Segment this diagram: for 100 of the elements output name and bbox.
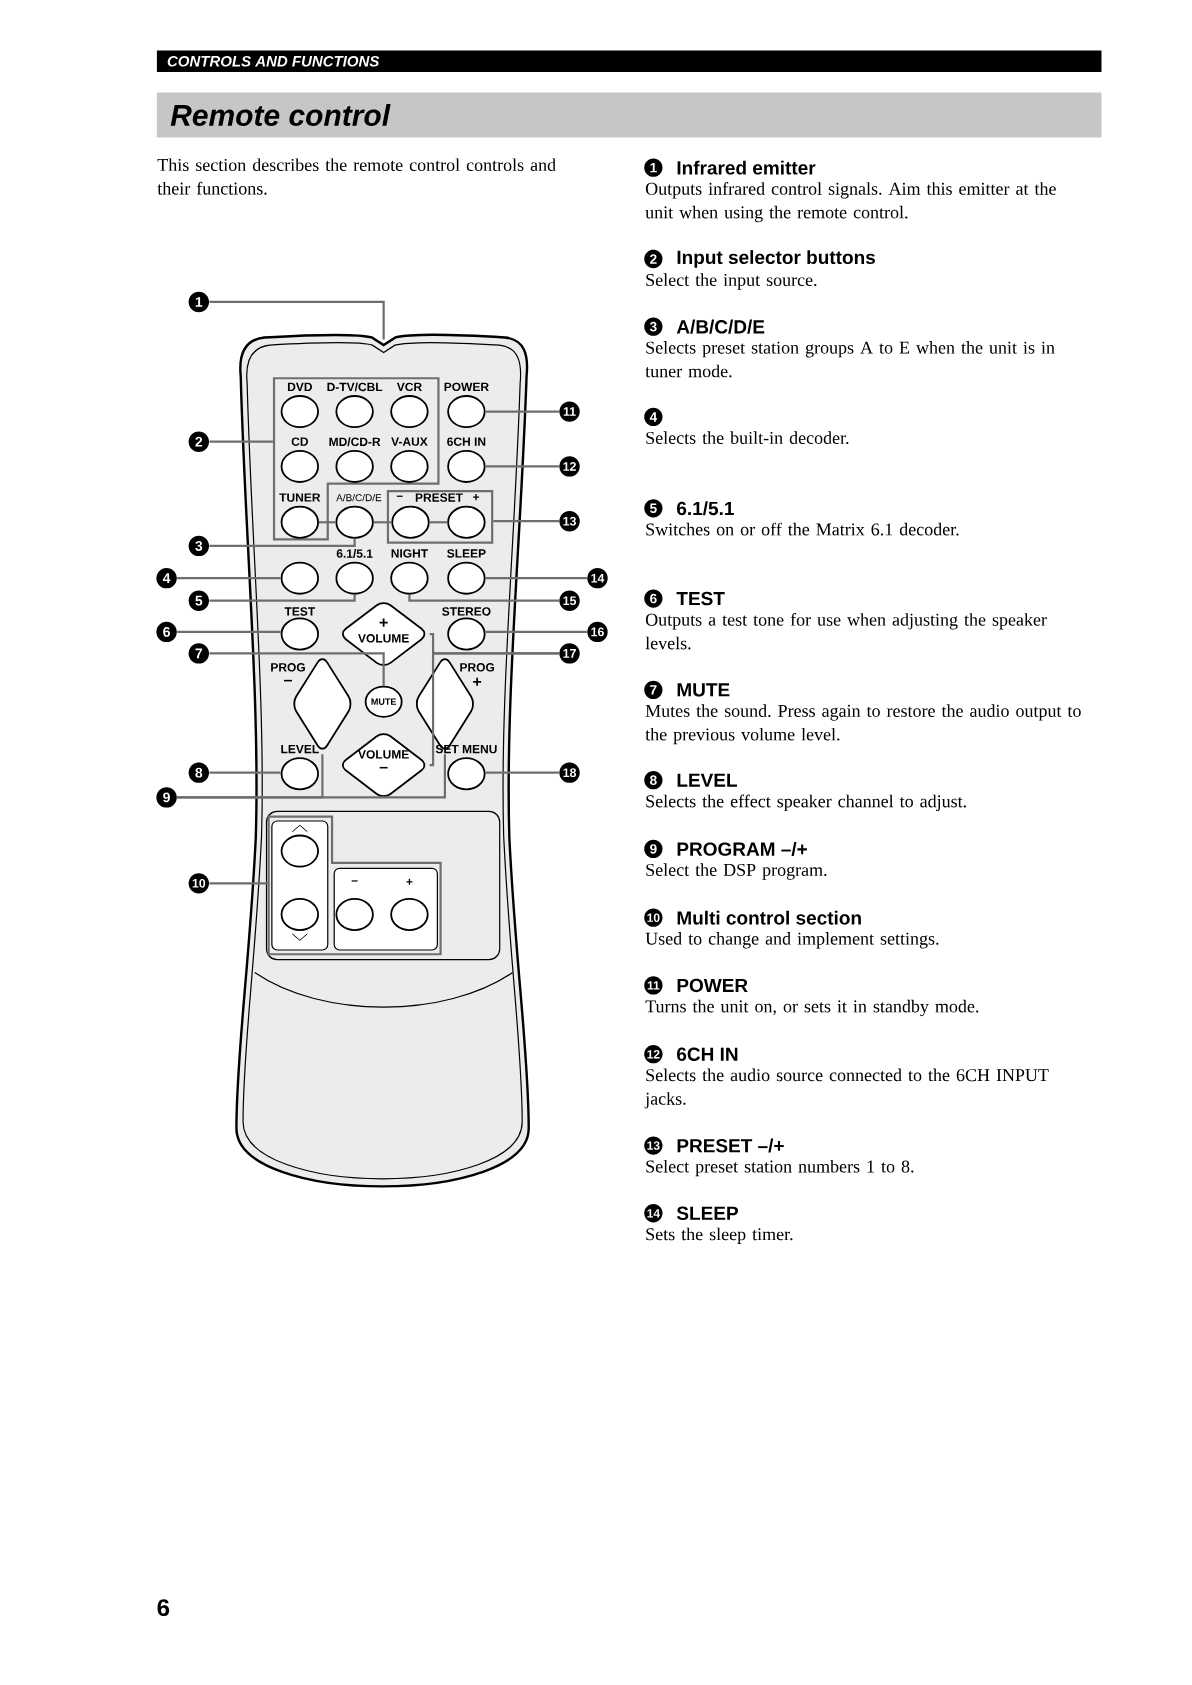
leader-line bbox=[209, 652, 385, 686]
remote-button: V-AUX bbox=[390, 437, 429, 483]
title-band: Remote control bbox=[157, 92, 1102, 138]
remote-button bbox=[280, 824, 320, 868]
leader-line bbox=[485, 577, 587, 580]
leader-line bbox=[209, 538, 356, 547]
callout-number: 10 bbox=[644, 908, 663, 927]
callout-number: 11 bbox=[644, 976, 663, 995]
item-description: Select preset station numbers 1 to 8. bbox=[646, 1159, 914, 1177]
node-label: A/B/C/D/E bbox=[336, 493, 382, 502]
section-header-bar: CONTROLS AND FUNCTIONS bbox=[157, 50, 1102, 72]
item-heading: 6CH IN bbox=[677, 1047, 738, 1061]
node-label: LEVEL bbox=[281, 744, 319, 754]
remote-button bbox=[280, 561, 320, 595]
item-description: Outputs a test tone for use when adjusting the speaker levels. bbox=[645, 612, 1047, 650]
remote-button: NIGHT bbox=[390, 549, 429, 595]
remote-button: MD/CD-R bbox=[329, 437, 381, 483]
item-description: Turns the unit on, or sets it in standby mode. bbox=[645, 999, 979, 1017]
leader-line bbox=[485, 410, 560, 413]
remote-button bbox=[280, 898, 320, 941]
leader-line bbox=[373, 521, 392, 524]
node-label: V-AUX bbox=[391, 437, 428, 446]
leader-line bbox=[177, 577, 281, 580]
remote-button: – bbox=[335, 880, 374, 931]
callout-number: 8 bbox=[188, 762, 210, 783]
leader-line bbox=[209, 300, 385, 340]
remote-button: CD bbox=[280, 437, 320, 483]
callout-number: 3 bbox=[644, 317, 663, 336]
callout-number: 1 bbox=[644, 158, 663, 177]
node-label: NIGHT bbox=[391, 549, 429, 558]
item-heading: POWER bbox=[677, 978, 748, 993]
leader-line bbox=[493, 520, 560, 523]
remote-button: SLEEP bbox=[447, 549, 486, 595]
node-label: STEREO bbox=[442, 607, 491, 616]
node-label: SLEEP bbox=[447, 549, 486, 558]
node-label: 6CH IN bbox=[447, 437, 486, 446]
callout-number: 6 bbox=[644, 589, 663, 608]
volume-button: VOLUME – bbox=[342, 733, 426, 797]
item-heading: TEST bbox=[676, 591, 725, 606]
remote-button: + bbox=[390, 878, 429, 931]
item-description: Select the input source. bbox=[646, 273, 817, 290]
leader-line bbox=[319, 521, 336, 524]
callout-number: 10 bbox=[188, 873, 210, 894]
callout-number: 17 bbox=[559, 643, 580, 664]
callout-number: 14 bbox=[587, 567, 608, 589]
remote-button: LEVEL bbox=[280, 744, 320, 791]
callout-number: 3 bbox=[188, 535, 210, 557]
item-description: Selects preset station groups A to E when the unit is in tuner mode. bbox=[645, 341, 1055, 378]
leader-line bbox=[209, 771, 281, 774]
node-label: + bbox=[473, 494, 480, 501]
node-label: CD bbox=[291, 437, 309, 446]
leader-line bbox=[429, 652, 560, 767]
callout-number: 13 bbox=[559, 511, 580, 532]
item-heading: Input selector buttons bbox=[677, 250, 876, 268]
remote-button: VCR bbox=[390, 382, 429, 429]
item-heading: PRESET –/+ bbox=[677, 1138, 784, 1153]
callout-number: 14 bbox=[644, 1204, 663, 1223]
callout-number: 4 bbox=[156, 567, 177, 589]
callout-number: 5 bbox=[644, 499, 663, 518]
node-label: D-TV/CBL bbox=[327, 382, 383, 392]
page-number: 6 bbox=[157, 1599, 170, 1617]
node-label: TUNER bbox=[279, 493, 321, 502]
item-description: Selects the audio source connected to the 6CH INPUT jacks. bbox=[644, 1068, 1049, 1109]
leader-line bbox=[177, 754, 447, 799]
item-heading: A/B/C/D/E bbox=[676, 319, 765, 334]
item-heading: MUTE bbox=[677, 683, 730, 697]
callout-number: 16 bbox=[587, 621, 608, 643]
node-label: POWER bbox=[444, 382, 489, 392]
item-description: Switches on or off the Matrix 6.1 decoder. bbox=[646, 522, 959, 536]
remote-button: D-TV/CBL bbox=[327, 382, 383, 429]
callout-number: 6 bbox=[156, 621, 177, 643]
node-label: – bbox=[351, 880, 358, 882]
callout-number: 2 bbox=[188, 431, 210, 452]
node-label: – bbox=[396, 495, 403, 497]
leader-line bbox=[485, 465, 560, 468]
item-heading: SLEEP bbox=[677, 1206, 739, 1220]
callout-number: 8 bbox=[644, 771, 663, 790]
item-description: Used to change and implement settings. bbox=[645, 932, 939, 949]
callout-number: 9 bbox=[644, 839, 663, 859]
item-description: Selects the effect speaker channel to adjust. bbox=[646, 794, 967, 812]
node-label: TEST bbox=[284, 607, 316, 616]
remote-button: TEST bbox=[280, 607, 320, 651]
item-description: Outputs infrared control signals. Aim this emitter at the unit when using the remote control. bbox=[645, 182, 1056, 223]
node-label: + bbox=[473, 677, 482, 686]
leader-line bbox=[408, 594, 560, 602]
node-label: – bbox=[284, 679, 293, 682]
node-label: DVD bbox=[288, 382, 313, 391]
mute-button: MUTE bbox=[364, 685, 403, 718]
section-outline bbox=[267, 815, 442, 956]
callout-number: 12 bbox=[644, 1045, 663, 1064]
item-description: Mutes the sound. Press again to restore the audio output to the previous volume level. bbox=[645, 704, 1081, 745]
volume-button: + VOLUME bbox=[342, 602, 426, 666]
item-heading: 6.1/5.1 bbox=[677, 501, 734, 516]
leader-line bbox=[209, 594, 356, 602]
remote-button: 6CH IN bbox=[447, 437, 486, 483]
item-description: Select the DSP program. bbox=[646, 863, 827, 880]
leader-line bbox=[209, 882, 269, 885]
leader-line bbox=[429, 521, 448, 524]
callout-number: 13 bbox=[644, 1136, 663, 1155]
remote-button: DVD bbox=[280, 382, 320, 429]
